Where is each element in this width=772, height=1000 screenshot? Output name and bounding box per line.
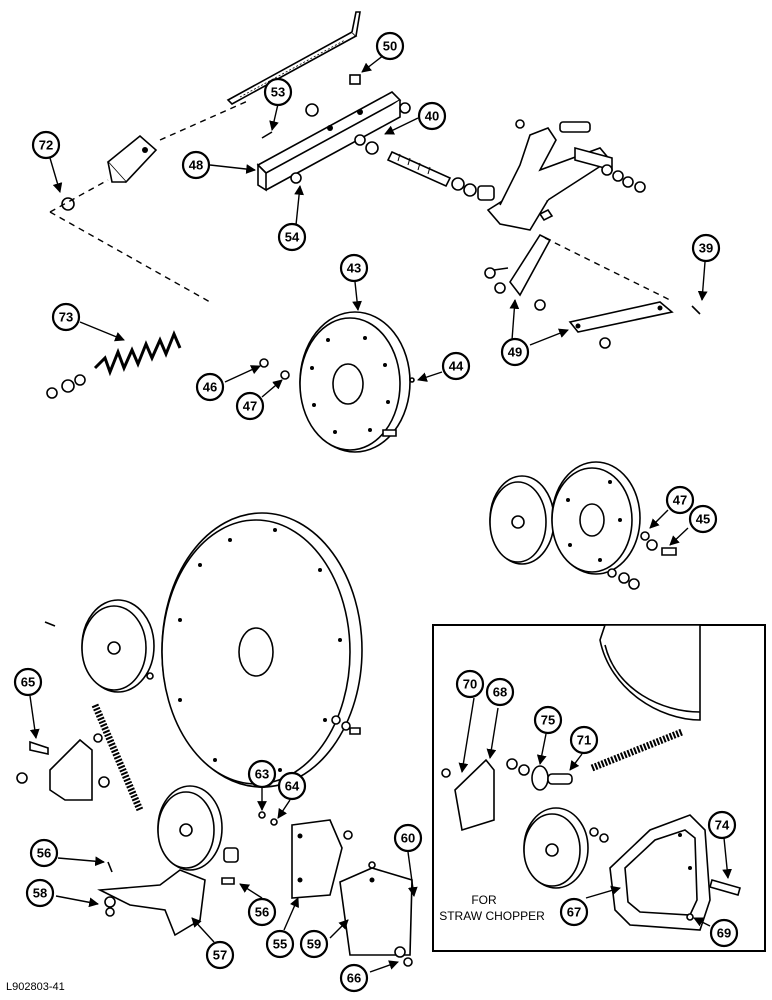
- inset-caption-line1: FOR: [471, 893, 497, 907]
- callout: 64: [277, 771, 307, 801]
- callout-label: 66: [347, 971, 361, 986]
- callout: 45: [688, 504, 718, 534]
- callout-label: 69: [717, 926, 731, 941]
- callout-label: 70: [463, 677, 477, 692]
- callout-label: 72: [39, 138, 53, 153]
- callout: 67: [559, 897, 589, 927]
- straw-chopper-inset: [432, 624, 766, 952]
- callout-label: 43: [347, 261, 361, 276]
- callout: 69: [709, 918, 739, 948]
- inset-parts: [441, 624, 741, 931]
- large-drive-pulley: [161, 512, 363, 788]
- figure-code: L902803-41: [6, 981, 65, 993]
- inset-caption-line2: STRAW CHOPPER: [439, 909, 545, 923]
- callout-label: 71: [577, 733, 591, 748]
- angle-channel-48: [256, 91, 402, 192]
- callout: 49: [500, 337, 530, 367]
- callout: 56: [29, 838, 59, 868]
- callout: 71: [569, 725, 599, 755]
- callout-label: 68: [493, 685, 507, 700]
- callout: 68: [485, 677, 515, 707]
- bracket-65: [16, 733, 110, 801]
- idler-arm-49: [484, 233, 701, 349]
- shield-57: [97, 861, 206, 937]
- callout: 47: [665, 485, 695, 515]
- callout: 48: [181, 150, 211, 180]
- callout-label: 60: [401, 831, 415, 846]
- pulley-43: [259, 311, 415, 453]
- callout: 58: [25, 878, 55, 908]
- callout-label: 56: [37, 846, 51, 861]
- callout: 54: [277, 222, 307, 252]
- callout: 57: [205, 940, 235, 970]
- callout-label: 49: [508, 345, 522, 360]
- callout-label: 44: [449, 359, 464, 374]
- callout: 53: [263, 77, 293, 107]
- callout: 59: [299, 929, 329, 959]
- spring-73: [46, 330, 182, 399]
- callout: 60: [393, 823, 423, 853]
- callout-label: 47: [673, 493, 687, 508]
- hardware-top: [61, 74, 411, 211]
- dashed-leader-right: [159, 99, 671, 301]
- pulley-pair-right: [489, 461, 677, 590]
- callout-label: 50: [383, 39, 397, 54]
- callout-label: 57: [213, 948, 227, 963]
- callout: 72: [31, 130, 61, 160]
- callout: 44: [441, 351, 471, 381]
- callout-label: 75: [541, 713, 555, 728]
- leader-lines: [29, 54, 732, 973]
- callout: 55: [265, 929, 295, 959]
- callout-label: 64: [285, 779, 300, 794]
- callout-label: 63: [255, 767, 269, 782]
- callout: 74: [707, 810, 737, 840]
- callout-label: 48: [189, 158, 203, 173]
- callout: 56: [247, 897, 277, 927]
- callout: 50: [375, 31, 405, 61]
- callout: 63: [247, 759, 277, 789]
- callout-label: 45: [696, 512, 710, 527]
- idler-arm-assembly: [386, 119, 646, 231]
- callout: 65: [13, 667, 43, 697]
- callout: 40: [417, 101, 447, 131]
- plate-55: [291, 819, 353, 899]
- callout: 66: [339, 963, 369, 993]
- callout: 75: [533, 705, 563, 735]
- callout-label: 67: [567, 905, 581, 920]
- link-bracket: [106, 134, 158, 184]
- callout-label: 47: [243, 399, 257, 414]
- pulley-left: [44, 599, 155, 812]
- plate-59: [258, 811, 413, 967]
- callout-label: 54: [285, 230, 300, 245]
- callout-label: 73: [59, 310, 73, 325]
- callout: 39: [691, 233, 721, 263]
- callout-label: 58: [33, 886, 47, 901]
- callout: 43: [339, 253, 369, 283]
- callout: 47: [235, 391, 265, 421]
- callout-label: 59: [307, 937, 321, 952]
- callout-label: 46: [203, 380, 217, 395]
- callout-label: 40: [425, 109, 439, 124]
- callout-label: 39: [699, 241, 713, 256]
- dashed-leader-left: [49, 179, 211, 303]
- callout: 73: [51, 302, 81, 332]
- callout-label: 56: [255, 905, 269, 920]
- pulley-lower: [157, 785, 239, 885]
- callout: 70: [455, 669, 485, 699]
- callout: 46: [195, 372, 225, 402]
- adjusting-rod: [226, 11, 361, 105]
- callout-label: 53: [271, 85, 285, 100]
- callout-label: 74: [715, 818, 730, 833]
- callout-label: 55: [273, 937, 287, 952]
- callout-label: 65: [21, 675, 35, 690]
